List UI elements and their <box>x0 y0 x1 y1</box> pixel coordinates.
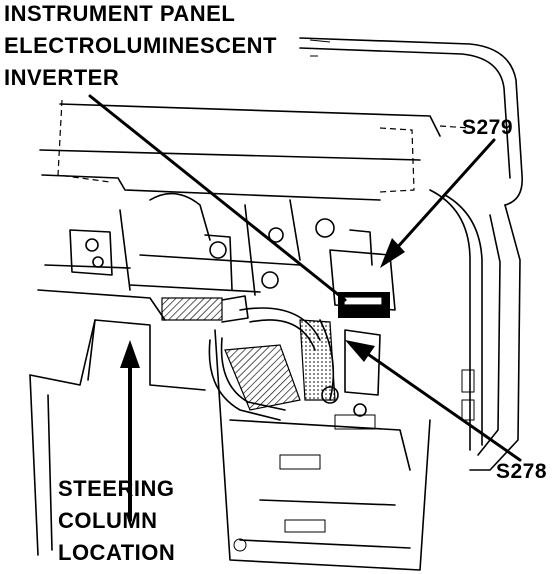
steering-label-line3: LOCATION <box>58 540 175 565</box>
wiring-harness <box>208 307 336 421</box>
inverter-label-line1: INSTRUMENT PANEL <box>4 1 235 26</box>
mounting-brackets <box>69 192 335 296</box>
connector-left <box>161 295 249 323</box>
lower-console <box>214 329 431 571</box>
steering-label-line1: STEERING <box>58 476 174 501</box>
s278-label: S278 <box>496 460 547 483</box>
steering-column-opening <box>29 264 206 556</box>
inverter-label-line2: ELECTROLUMINESCENT <box>4 33 277 58</box>
steering-label-line2: COLUMN <box>58 508 158 533</box>
inverter-label-line3: INVERTER <box>4 65 119 90</box>
instrument-panel-hood <box>39 37 523 206</box>
inverter-dashed-outline <box>57 99 471 193</box>
s279-label: S279 <box>462 116 513 139</box>
callout-leaders <box>88 39 522 522</box>
right-side-panel <box>429 189 521 471</box>
